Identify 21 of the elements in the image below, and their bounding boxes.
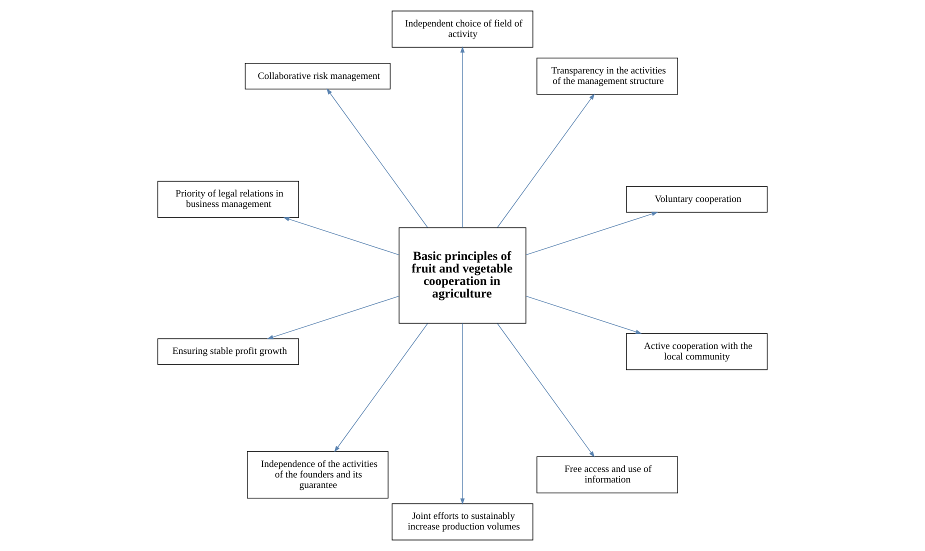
node-box: Active cooperation with the local community <box>626 333 768 370</box>
arrow <box>497 323 595 458</box>
node-box: Priority of legal relations in business management <box>157 180 299 218</box>
arrow <box>266 296 400 340</box>
node-box: Joint efforts to sustainably increase production volumes <box>392 503 534 540</box>
arrow <box>460 46 465 228</box>
node-box: Free access and use of information <box>536 456 678 494</box>
node-box: Collaborative risk management <box>244 62 391 90</box>
node-box: Independent choice of field of activity <box>392 10 534 48</box>
arrow <box>460 322 465 505</box>
arrow <box>326 88 428 228</box>
node-box: Ensuring stable profit growth <box>157 338 299 365</box>
arrow <box>526 296 642 334</box>
node-box: Voluntary cooperation <box>626 186 768 213</box>
arrow <box>497 93 595 228</box>
arrow <box>334 323 428 452</box>
arrow <box>526 212 658 256</box>
arrow <box>283 217 400 256</box>
node-box: Independence of the activities of the founders and its guarantee <box>246 451 388 499</box>
node-box: Transparency in the activities of the management structure <box>536 58 678 95</box>
node-box: Basic principles of fruit and vegetable cooperation in agriculture <box>398 227 526 324</box>
